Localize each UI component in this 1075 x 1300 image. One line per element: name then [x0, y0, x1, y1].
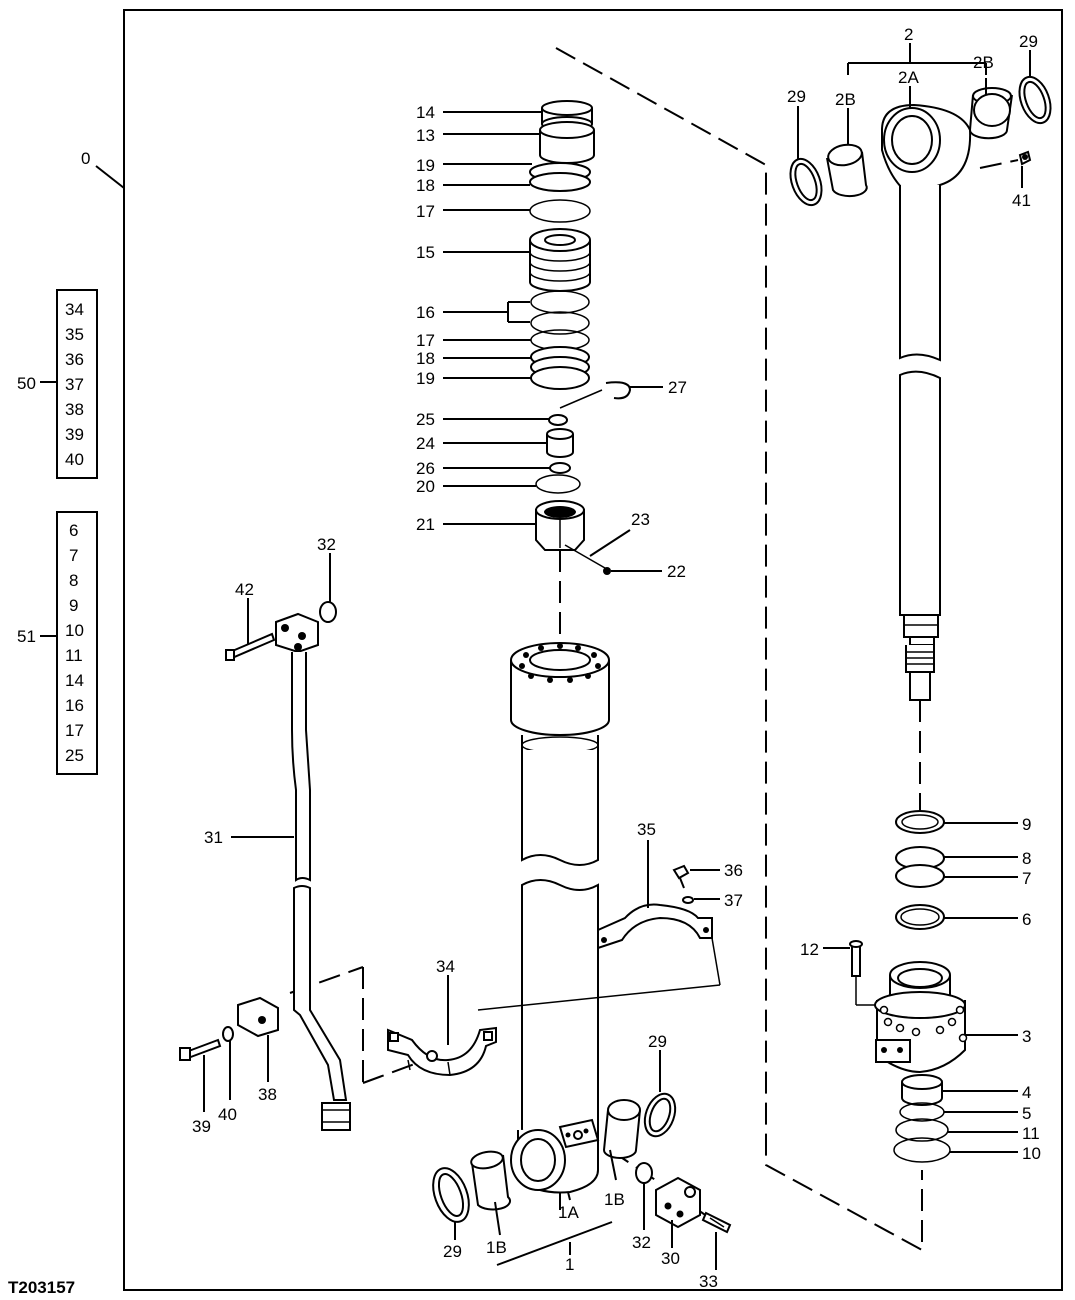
- callout-5: 5: [1022, 1104, 1031, 1123]
- callout-27: 27: [668, 378, 687, 397]
- callout-41: 41: [1012, 191, 1031, 210]
- callout-2B: 2B: [973, 53, 994, 72]
- cylinder-head: [849, 940, 968, 1163]
- callout-4: 4: [1022, 1083, 1031, 1102]
- callout-31: 31: [204, 828, 223, 847]
- callout-38: 38: [258, 1085, 277, 1104]
- callout-32: 32: [317, 535, 336, 554]
- callout-13: 13: [416, 126, 435, 145]
- kit-51-list: 51 6 7 8 9 10 11 14 16 17 25: [17, 511, 98, 775]
- kit-50-item: 39: [65, 425, 84, 444]
- callout-2B: 2B: [835, 90, 856, 109]
- callout-17: 17: [416, 202, 435, 221]
- kit-51-item: 16: [65, 696, 84, 715]
- kit-51-label: 51: [17, 627, 36, 646]
- callout-37: 37: [724, 891, 743, 910]
- callout-9: 9: [1022, 815, 1031, 834]
- callout-25: 25: [416, 410, 435, 429]
- kit-51-item: 25: [65, 746, 84, 765]
- callout-3: 3: [1022, 1027, 1031, 1046]
- leader-lines: [203, 43, 1031, 1270]
- kit-50-item: 36: [65, 350, 84, 369]
- callout-30: 30: [661, 1249, 680, 1268]
- callout-6: 6: [1022, 910, 1031, 929]
- callout-26: 26: [416, 459, 435, 478]
- callout-34: 34: [436, 957, 455, 976]
- callout-29: 29: [1019, 32, 1038, 51]
- callout-15: 15: [416, 243, 435, 262]
- hydraulic-tube: [179, 601, 351, 1131]
- kit-50-list: 50 34 35 36 37 38 39 40: [17, 289, 98, 479]
- rod-end-bushings: [432, 1092, 677, 1223]
- callout-16: 16: [416, 303, 435, 322]
- callout-40: 40: [218, 1105, 237, 1124]
- callout-21: 21: [416, 515, 435, 534]
- kit-50-item: 37: [65, 375, 84, 394]
- callout-42: 42: [235, 580, 254, 599]
- callout-11: 11: [1022, 1124, 1040, 1143]
- kit-50-item: 40: [65, 450, 84, 469]
- callout-33: 33: [699, 1272, 718, 1291]
- callout-24: 24: [416, 434, 435, 453]
- callout-1B: 1B: [486, 1238, 507, 1257]
- kit-51-item: 17: [65, 721, 84, 740]
- callout-35: 35: [637, 820, 656, 839]
- port-block-assembly: [635, 1162, 732, 1234]
- kit-51-item: 11: [65, 646, 83, 665]
- callout-18: 18: [416, 176, 435, 195]
- callout-22: 22: [667, 562, 686, 581]
- kit-51-item: 9: [69, 596, 78, 615]
- kit-50-item: 35: [65, 325, 84, 344]
- callout-23: 23: [631, 510, 650, 529]
- piston-seal-stack: [529, 100, 632, 575]
- kit-50-item: 38: [65, 400, 84, 419]
- kit-51-item: 7: [69, 546, 78, 565]
- callout-1A: 1A: [558, 1203, 579, 1222]
- callout-20: 20: [416, 477, 435, 496]
- kit-51-item: 10: [65, 621, 84, 640]
- callout-36: 36: [724, 861, 743, 880]
- callout-32: 32: [632, 1233, 651, 1252]
- callout-29: 29: [648, 1032, 667, 1051]
- kit-50-item: 34: [65, 300, 84, 319]
- callout-2A: 2A: [898, 68, 919, 87]
- callout-1: 1: [565, 1255, 574, 1274]
- callout-14: 14: [416, 103, 435, 122]
- rod-seals: [895, 810, 945, 930]
- callout-17: 17: [416, 331, 435, 350]
- kit-51-item: 6: [69, 521, 78, 540]
- callout-1B: 1B: [604, 1190, 625, 1209]
- frame-label: 0: [81, 149, 90, 168]
- callout-10: 10: [1022, 1144, 1041, 1163]
- kit-51-item: 8: [69, 571, 78, 590]
- callout-19: 19: [416, 369, 435, 388]
- kit-51-item: 14: [65, 671, 84, 690]
- kit-50-label: 50: [17, 374, 36, 393]
- callout-18: 18: [416, 349, 435, 368]
- callout-12: 12: [800, 940, 819, 959]
- diagram-frame: [123, 9, 1063, 1291]
- callout-7: 7: [1022, 869, 1031, 888]
- piston-rod: [789, 75, 1052, 701]
- callout-19: 19: [416, 156, 435, 175]
- cylinder-barrel: [510, 642, 610, 1194]
- callout-39: 39: [192, 1117, 211, 1136]
- callout-29: 29: [787, 87, 806, 106]
- callout-labels: 14 13 19 18 17 15 16 17 18 19 27 25 24 2…: [192, 25, 1041, 1291]
- clamp-34: [387, 1026, 497, 1077]
- callout-2: 2: [904, 25, 913, 44]
- callout-29: 29: [443, 1242, 462, 1261]
- figure-id: T203157: [8, 1278, 75, 1297]
- callout-8: 8: [1022, 849, 1031, 868]
